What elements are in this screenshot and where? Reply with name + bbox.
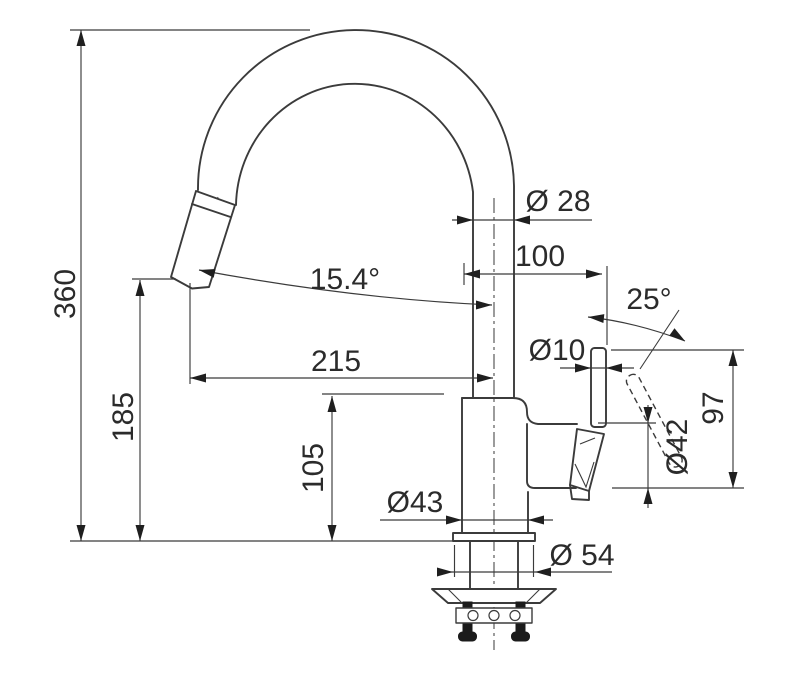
bracket-nut-right	[509, 609, 521, 622]
dim-105-arrow-top	[327, 396, 337, 412]
angle-154-arrow-left	[199, 269, 216, 278]
dim-100-arrow-left	[464, 269, 480, 279]
dim-28-arrow-left	[457, 215, 473, 225]
body-right-mid-step	[526, 423, 577, 489]
bracket-nut-left	[467, 609, 479, 622]
spray-head	[170, 190, 236, 290]
dim-lever-height: 97	[611, 349, 744, 488]
body-top-and-upper-step	[461, 397, 578, 425]
angle-154-label: 15.4°	[310, 263, 380, 296]
dim-360-arrow-bottom	[76, 525, 86, 541]
dim-body-diameter: Ø43	[380, 486, 553, 525]
dim-43-label: Ø43	[387, 486, 444, 519]
dim-42-arrow-top	[643, 407, 653, 423]
dim-360-label: 360	[49, 269, 82, 319]
lever-axis-extension-line	[639, 309, 680, 370]
dim-97-arrow-top	[728, 350, 738, 366]
angle-25-label: 25°	[626, 283, 671, 316]
dim-54-arrow-left	[437, 567, 453, 577]
dim-hub-diameter: Ø42	[598, 405, 744, 508]
handle-hub-notch-b	[574, 461, 595, 489]
stud-foot-left	[458, 631, 477, 642]
dim-100-label: 100	[515, 240, 565, 273]
angle-154-arrow-right	[476, 300, 492, 310]
dim-185-label: 185	[107, 392, 140, 442]
handle-hub	[569, 428, 605, 492]
dim-42-label: Ø42	[661, 419, 694, 476]
dim-outlet-height: 185	[107, 278, 176, 541]
dim-spout-tube-diameter: Ø 28	[452, 185, 592, 225]
base-flange	[452, 532, 536, 542]
angle-25-arrow-right	[669, 328, 685, 341]
dim-215-label: 215	[311, 345, 361, 378]
dim-42-arrow-bottom	[643, 488, 653, 504]
angle-154-arc	[198, 269, 493, 306]
gooseneck-outer-edge	[197, 29, 515, 399]
dim-54-label: Ø 54	[549, 539, 614, 572]
faucet-outline	[70, 29, 683, 650]
handle-hub-cap	[569, 484, 590, 501]
dim-10-arrow-left	[575, 363, 591, 373]
dim-28-label: Ø 28	[525, 185, 590, 218]
dim-10-label: Ø10	[529, 334, 586, 367]
gooseneck-inner-edge	[235, 82, 474, 399]
mounting-plate	[431, 588, 557, 604]
angle-25-arrow-left	[588, 314, 605, 323]
dim-105-arrow-bottom	[327, 525, 337, 541]
dim-105-label: 105	[297, 443, 330, 493]
dim-10-arrow-right	[606, 363, 622, 373]
dim-spout-end-angle: 15.4°	[198, 263, 493, 310]
dim-215-arrow-left	[190, 373, 206, 383]
dim-185-arrow-bottom	[135, 525, 145, 541]
mounting-plate-slant-left	[447, 588, 463, 604]
dim-lever-swing-angle: 25°	[587, 283, 686, 342]
dim-base-flange-diameter: Ø 54	[437, 539, 615, 577]
handle-hub-notch-a	[579, 437, 596, 445]
spray-head-collar-line	[191, 203, 232, 218]
dim-360-arrow-top	[76, 30, 86, 46]
dim-97-label: 97	[697, 391, 730, 424]
mounting-plate-slant-right	[525, 588, 541, 604]
dim-100-arrow-right	[586, 269, 602, 279]
dim-overall-height: 360	[49, 29, 310, 541]
dim-lever-rod-diameter: Ø10	[529, 334, 634, 373]
lever-rod-vertical	[590, 347, 607, 428]
dim-215-arrow-right	[477, 373, 493, 383]
stud-foot-right	[511, 631, 530, 642]
bracket-nut-center	[488, 609, 500, 622]
dim-body-top-height: 105	[297, 393, 444, 541]
dim-43-arrow-right	[528, 515, 544, 525]
dim-54-arrow-right	[535, 567, 551, 577]
dim-43-arrow-left	[446, 515, 462, 525]
dim-97-arrow-bottom	[728, 472, 738, 488]
dim-lever-offset: 100	[463, 240, 608, 345]
dim-185-arrow-top	[135, 280, 145, 296]
dimensions: 360 185 105 215	[49, 29, 744, 577]
dim-28-arrow-right	[514, 215, 530, 225]
dim-spout-reach: 215	[189, 283, 493, 384]
